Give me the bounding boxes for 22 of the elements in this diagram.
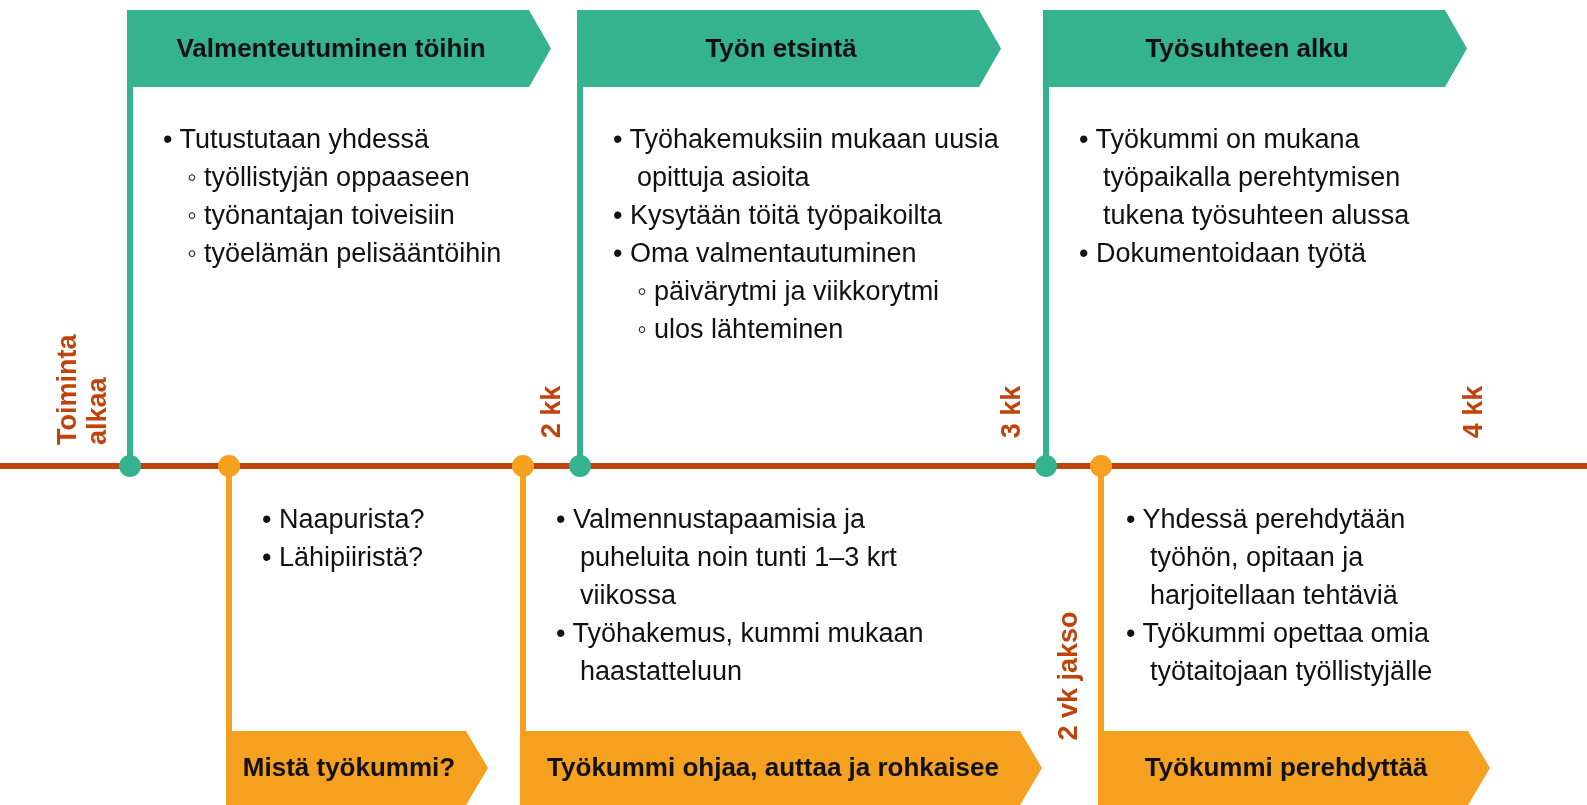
list-item: • Oma valmentautuminen	[613, 237, 918, 270]
list-item: • Tutustutaan yhdessä	[163, 123, 431, 156]
timeline-label: Toiminta alkaa	[52, 333, 112, 445]
list-item: • Työhakemuksiin mukaan uusia opittuja asioita	[613, 123, 1000, 194]
list-item: • Työhakemus, kummi mukaan haastatteluun	[556, 617, 925, 688]
list-item: • Työkummi on mukana työpaikalla perehtymisen tukena työsuhteen alussa	[1079, 123, 1411, 232]
timeline-label: 2 vk jakso	[1053, 611, 1083, 741]
list-item: • Naapurista?	[262, 503, 426, 536]
list-item: • Valmennustapaamisia ja puheluita noin tunti 1–3 krt viikossa	[556, 503, 898, 612]
list-item: ◦ työnantajan toiveisiin	[186, 199, 456, 232]
list-item: ◦ työelämän pelisääntöihin	[186, 237, 503, 270]
list-item: ◦ työllistyjän oppaaseen	[186, 161, 471, 194]
list-item: • Dokumentoidaan työtä	[1079, 237, 1368, 270]
timeline-label: 2 kk	[536, 385, 566, 439]
list-item: • Lähipiiristä?	[262, 541, 425, 574]
list-item: ◦ päivärytmi ja viikkorytmi	[636, 275, 941, 308]
list-item: ◦ ulos lähteminen	[636, 313, 845, 346]
list-item: • Kysytään töitä työpaikoilta	[613, 199, 944, 232]
list-item: • Työkummi opettaa omia työtaitojaan työllistyjälle	[1126, 617, 1434, 688]
list-item: • Yhdessä perehdytään työhön, opitaan ja harjoitellaan tehtäviä	[1126, 503, 1407, 612]
timeline-label: 3 kk	[996, 385, 1026, 439]
timeline-label: 4 kk	[1458, 385, 1488, 439]
